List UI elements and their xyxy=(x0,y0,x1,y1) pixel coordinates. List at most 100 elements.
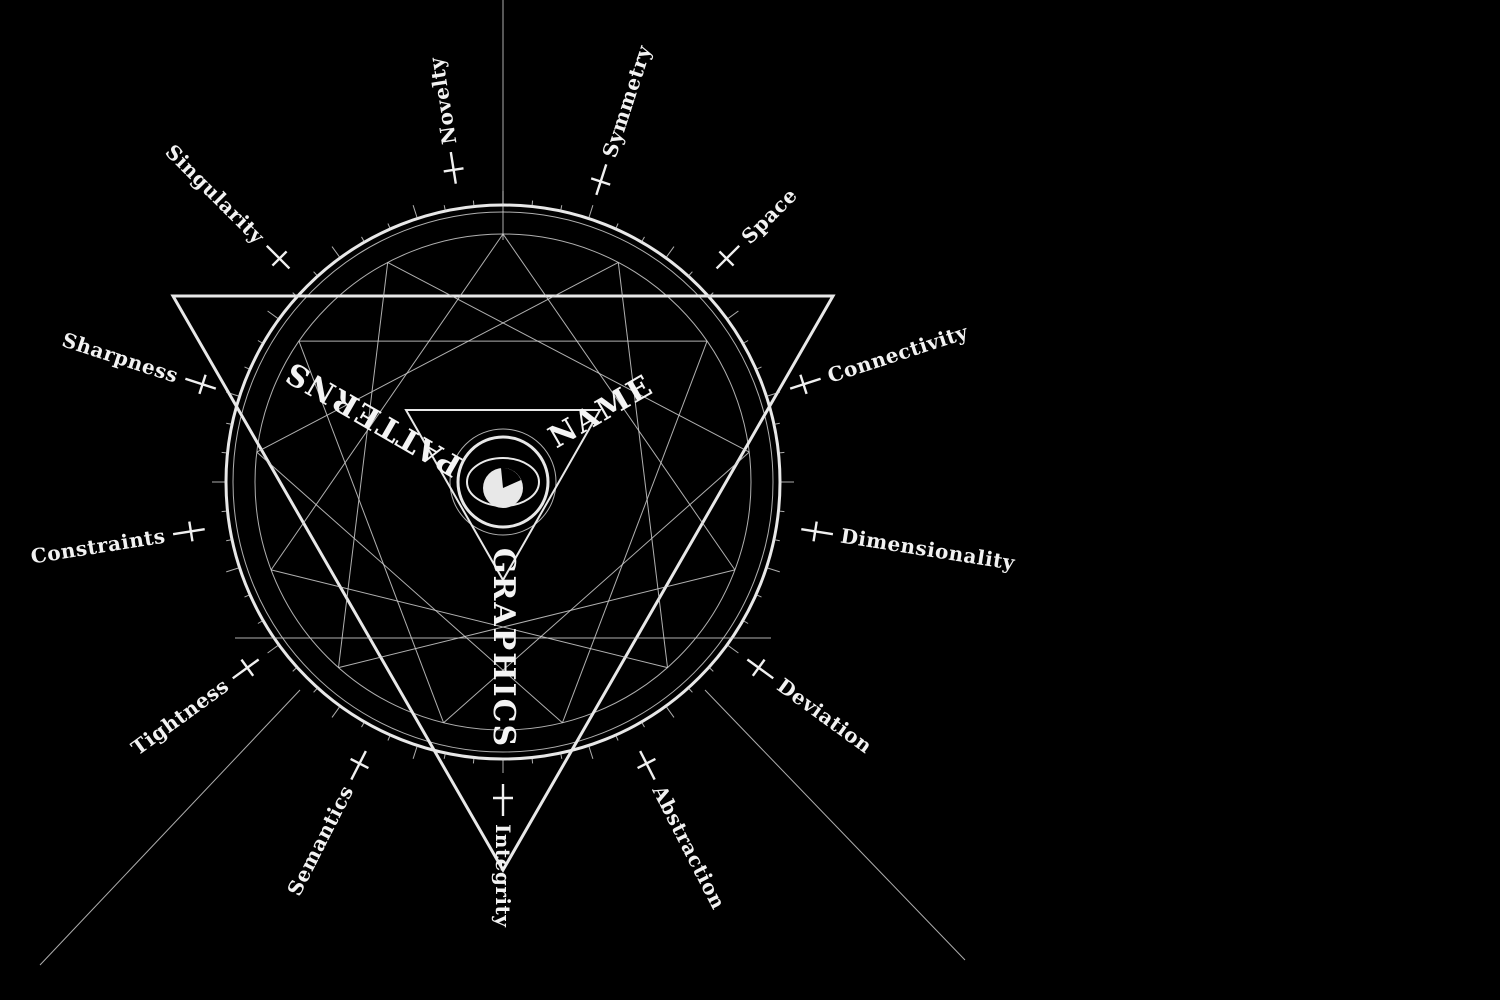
spoke-sharpness: Sharpness xyxy=(59,328,217,395)
star-line xyxy=(270,569,668,669)
spoke-label: Deviation xyxy=(773,673,877,758)
spike-line xyxy=(687,687,693,693)
spoke-space: Space xyxy=(715,183,802,270)
spoke-label: Symmetry xyxy=(597,41,656,160)
cross-icon xyxy=(639,750,656,781)
star-line xyxy=(387,261,750,453)
cross-bar xyxy=(637,757,656,770)
spike-line xyxy=(292,666,298,672)
spike-line xyxy=(257,620,264,624)
cross-bar xyxy=(198,374,207,395)
inner-circle-outer xyxy=(449,428,557,536)
spike-line xyxy=(687,271,693,277)
cross-icon xyxy=(185,377,217,390)
spike-line xyxy=(313,271,319,277)
spike-line xyxy=(244,594,251,598)
spike-line xyxy=(361,236,365,243)
spike-line xyxy=(641,236,645,243)
center-labels: PATTERNS NAME GRAPHICS xyxy=(279,353,660,748)
spike-line xyxy=(726,310,739,320)
spike-line xyxy=(766,391,780,397)
spike-line xyxy=(331,705,341,718)
ray-line xyxy=(704,689,966,961)
star-line xyxy=(256,261,619,453)
cross-bar xyxy=(443,167,464,173)
star-line xyxy=(270,233,504,571)
spike-line xyxy=(778,451,785,454)
spoke-deviation: Deviation xyxy=(746,658,877,758)
inner-triangle xyxy=(404,409,602,583)
spoke-label: Connectivity xyxy=(825,319,972,387)
spike-line xyxy=(472,200,475,207)
star-line xyxy=(443,451,750,724)
inner-circle xyxy=(456,435,550,529)
spike-line xyxy=(742,340,749,344)
cross-icon xyxy=(801,528,834,536)
spike-line xyxy=(292,292,298,298)
cross-icon xyxy=(350,750,367,781)
spoke-label: Singularity xyxy=(161,140,271,250)
spike-line xyxy=(257,340,264,344)
spike-line xyxy=(742,620,749,624)
spoke-label: Integrity xyxy=(491,824,515,928)
spike-line xyxy=(726,644,739,654)
label-patterns: PATTERNS xyxy=(279,353,468,483)
spike-line xyxy=(665,705,675,718)
cross-icon xyxy=(715,244,741,270)
spike-line xyxy=(331,246,341,259)
cross-bar xyxy=(751,658,766,677)
spoke-constraints: Constraints xyxy=(29,521,205,569)
spike-line xyxy=(313,687,319,693)
spike-line xyxy=(560,752,563,759)
spoke-label: Constraints xyxy=(29,524,167,569)
outer-circle-inner xyxy=(232,211,774,753)
spoke-label: Novelty xyxy=(424,55,462,146)
cross-bar xyxy=(350,757,369,770)
spoke-label: Dimensionality xyxy=(839,524,1018,575)
spoke-symmetry: Symmetry xyxy=(590,41,656,196)
star-line xyxy=(256,451,563,724)
spike-line xyxy=(412,745,418,759)
cross-bar xyxy=(188,521,194,542)
spike-line xyxy=(226,391,240,397)
cross-bar xyxy=(240,658,255,677)
spoke-label: Sharpness xyxy=(59,328,181,388)
star-line xyxy=(338,262,389,668)
star-line xyxy=(561,340,708,723)
cross-bar xyxy=(799,374,808,395)
star-line xyxy=(338,569,736,669)
spoke-label: Space xyxy=(736,183,802,249)
spike-line xyxy=(226,422,233,425)
spoke-semantics: Semantics xyxy=(282,750,369,900)
spike-line xyxy=(244,366,251,370)
star-line xyxy=(502,233,736,571)
label-graphics: GRAPHICS xyxy=(486,548,521,748)
cross-bar xyxy=(271,250,288,267)
spike-line xyxy=(531,200,534,207)
spike-line xyxy=(755,594,762,598)
big-triangle xyxy=(170,294,836,874)
eye-icon xyxy=(466,457,540,508)
spike-line xyxy=(665,246,675,259)
spike-line xyxy=(641,721,645,728)
eye-pupil xyxy=(501,467,521,488)
spoke-ring: Novelty SymmetrySpaceConnectivityDimensio… xyxy=(29,41,1017,928)
spoke-label: Semantics xyxy=(282,781,358,899)
spike-line xyxy=(443,205,446,212)
spike-line xyxy=(387,734,391,741)
spoke-integrity: Integrity xyxy=(491,784,515,928)
spike-line xyxy=(443,752,446,759)
spike-line xyxy=(267,644,280,654)
spike-line xyxy=(472,757,475,764)
spike-line xyxy=(773,539,780,542)
sigil-geometry xyxy=(170,191,836,874)
spike-line xyxy=(226,539,233,542)
spike-line xyxy=(615,734,619,741)
cross-icon xyxy=(232,658,260,680)
cross-icon xyxy=(449,151,457,184)
spike-line xyxy=(531,757,534,764)
spoke-dimensionality: Dimensionality xyxy=(801,521,1018,575)
cross-icon xyxy=(595,164,608,196)
